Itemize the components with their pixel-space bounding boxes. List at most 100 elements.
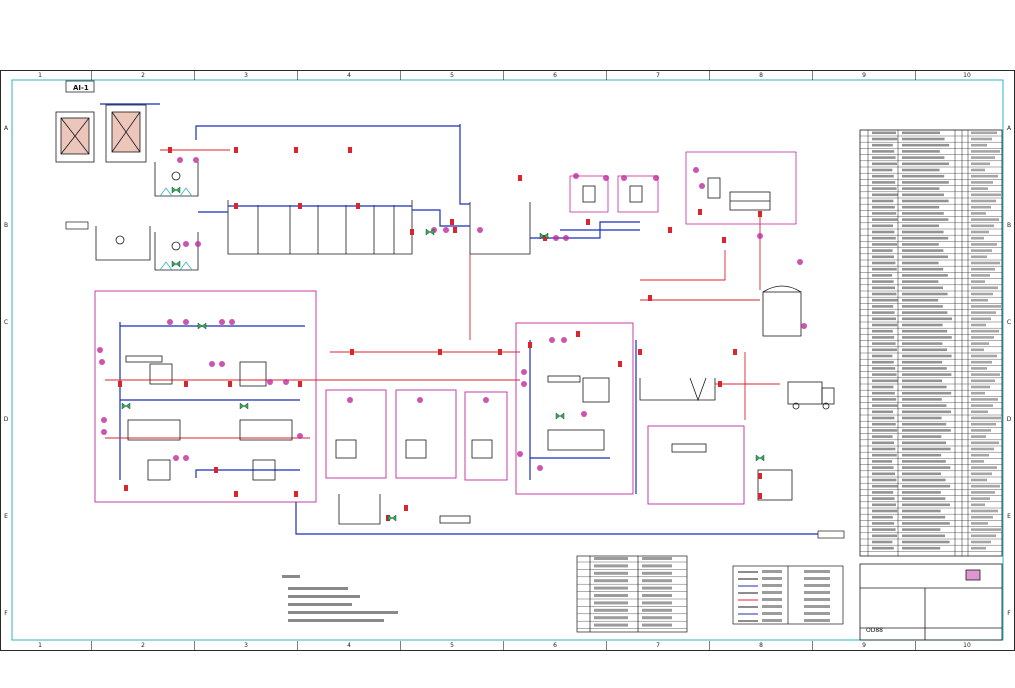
instrument-markers xyxy=(97,147,807,522)
grid-column-label: 9 xyxy=(862,642,866,649)
instrument-icon xyxy=(167,319,173,325)
table-row-text xyxy=(872,199,894,203)
grid-column-label: 1 xyxy=(38,642,42,649)
table-row-text xyxy=(971,193,1001,197)
table-row-text xyxy=(971,311,996,314)
table-row-text xyxy=(971,329,999,333)
instrument-icon xyxy=(483,397,489,403)
table-row-text xyxy=(872,292,897,296)
table-row-text xyxy=(872,373,897,376)
legend-row-text xyxy=(594,571,628,575)
storage-tank xyxy=(762,285,802,337)
instrument-icon xyxy=(561,337,567,343)
table-row-text xyxy=(902,168,940,172)
table-row-text xyxy=(872,435,893,438)
table-row-text xyxy=(902,193,944,197)
table-row-text xyxy=(971,323,986,327)
table-row-text xyxy=(872,497,895,500)
sheet-tag: AI-1 xyxy=(73,84,89,92)
table-row-text xyxy=(872,422,896,426)
table-row-text xyxy=(872,391,895,395)
control-valve-icon xyxy=(197,322,207,330)
table-row-text xyxy=(902,534,945,538)
table-row-text xyxy=(902,317,952,321)
instrument-icon xyxy=(537,465,543,471)
instrument-icon xyxy=(219,319,225,325)
zone-right xyxy=(515,322,634,495)
table-row-text xyxy=(971,435,986,438)
zone-right-equipment xyxy=(547,375,610,451)
table-row-text xyxy=(902,422,947,426)
table-row-text xyxy=(902,491,941,494)
table-row-text xyxy=(872,168,893,172)
table-row-text xyxy=(971,478,987,482)
valve-icon xyxy=(722,237,726,243)
table-row-text xyxy=(971,416,1001,420)
instrument-icon xyxy=(693,167,699,173)
symbol-label xyxy=(804,619,830,622)
middle-header-red xyxy=(310,351,520,381)
symbol-label xyxy=(804,584,830,587)
legend-row-text xyxy=(594,623,628,627)
table-row-text xyxy=(902,435,942,438)
tank-t1 xyxy=(154,162,199,197)
table-row-text xyxy=(872,354,893,358)
table-row-text xyxy=(872,298,898,302)
valve-icon xyxy=(543,235,547,241)
legend-row-text xyxy=(594,616,628,620)
table-row-text xyxy=(971,404,993,407)
table-row-text xyxy=(872,156,896,159)
table-row-text xyxy=(971,522,988,525)
instrument-icon xyxy=(443,227,449,233)
symbol-label xyxy=(762,619,782,622)
control-valve-icon xyxy=(239,402,249,410)
note-line xyxy=(288,611,398,614)
table-row-text xyxy=(971,137,992,141)
instrument-icon xyxy=(229,319,235,325)
table-row-text xyxy=(872,255,894,259)
tank-bottom xyxy=(338,494,471,525)
table-row-text xyxy=(872,249,893,252)
table-row-text xyxy=(872,329,893,333)
control-valve-icon xyxy=(755,454,765,462)
legend-row-text xyxy=(594,579,628,583)
legend-row-text xyxy=(642,579,672,583)
valve-icon xyxy=(638,349,642,355)
tank-t3 xyxy=(154,232,199,271)
legend-row-text xyxy=(642,623,672,627)
instrument-icon xyxy=(183,319,189,325)
table-row-text xyxy=(902,230,944,234)
instrument-icon xyxy=(603,175,609,181)
table-row-text xyxy=(902,515,946,519)
grid-row-label: E xyxy=(4,513,8,520)
title-block xyxy=(859,563,1003,641)
table-row-text xyxy=(872,193,898,197)
settling-basin xyxy=(639,377,716,402)
table-row-text xyxy=(971,255,987,259)
table-row-text xyxy=(872,323,898,327)
table-row-text xyxy=(971,534,996,538)
table-row-text xyxy=(971,379,995,383)
valve-icon xyxy=(184,381,188,387)
instrument-icon xyxy=(283,379,289,385)
valve-icon xyxy=(410,229,414,235)
table-row-text xyxy=(872,441,894,445)
table-row-text xyxy=(902,472,941,476)
table-row-text xyxy=(971,199,996,203)
valve-icon xyxy=(234,491,238,497)
table-row-text xyxy=(971,342,989,345)
grid-row-label: B xyxy=(4,222,8,229)
table-row-text xyxy=(872,162,897,166)
table-row-text xyxy=(902,131,940,135)
symbol-label xyxy=(762,598,782,601)
table-row-text xyxy=(971,292,993,296)
table-row-text xyxy=(902,292,948,296)
table-row-text xyxy=(971,354,997,358)
table-row-text xyxy=(872,305,894,308)
table-row-text xyxy=(902,478,946,482)
table-row-text xyxy=(971,360,992,364)
table-row-text xyxy=(902,379,942,383)
table-row-text xyxy=(971,249,992,252)
instrument-icon xyxy=(177,157,183,163)
